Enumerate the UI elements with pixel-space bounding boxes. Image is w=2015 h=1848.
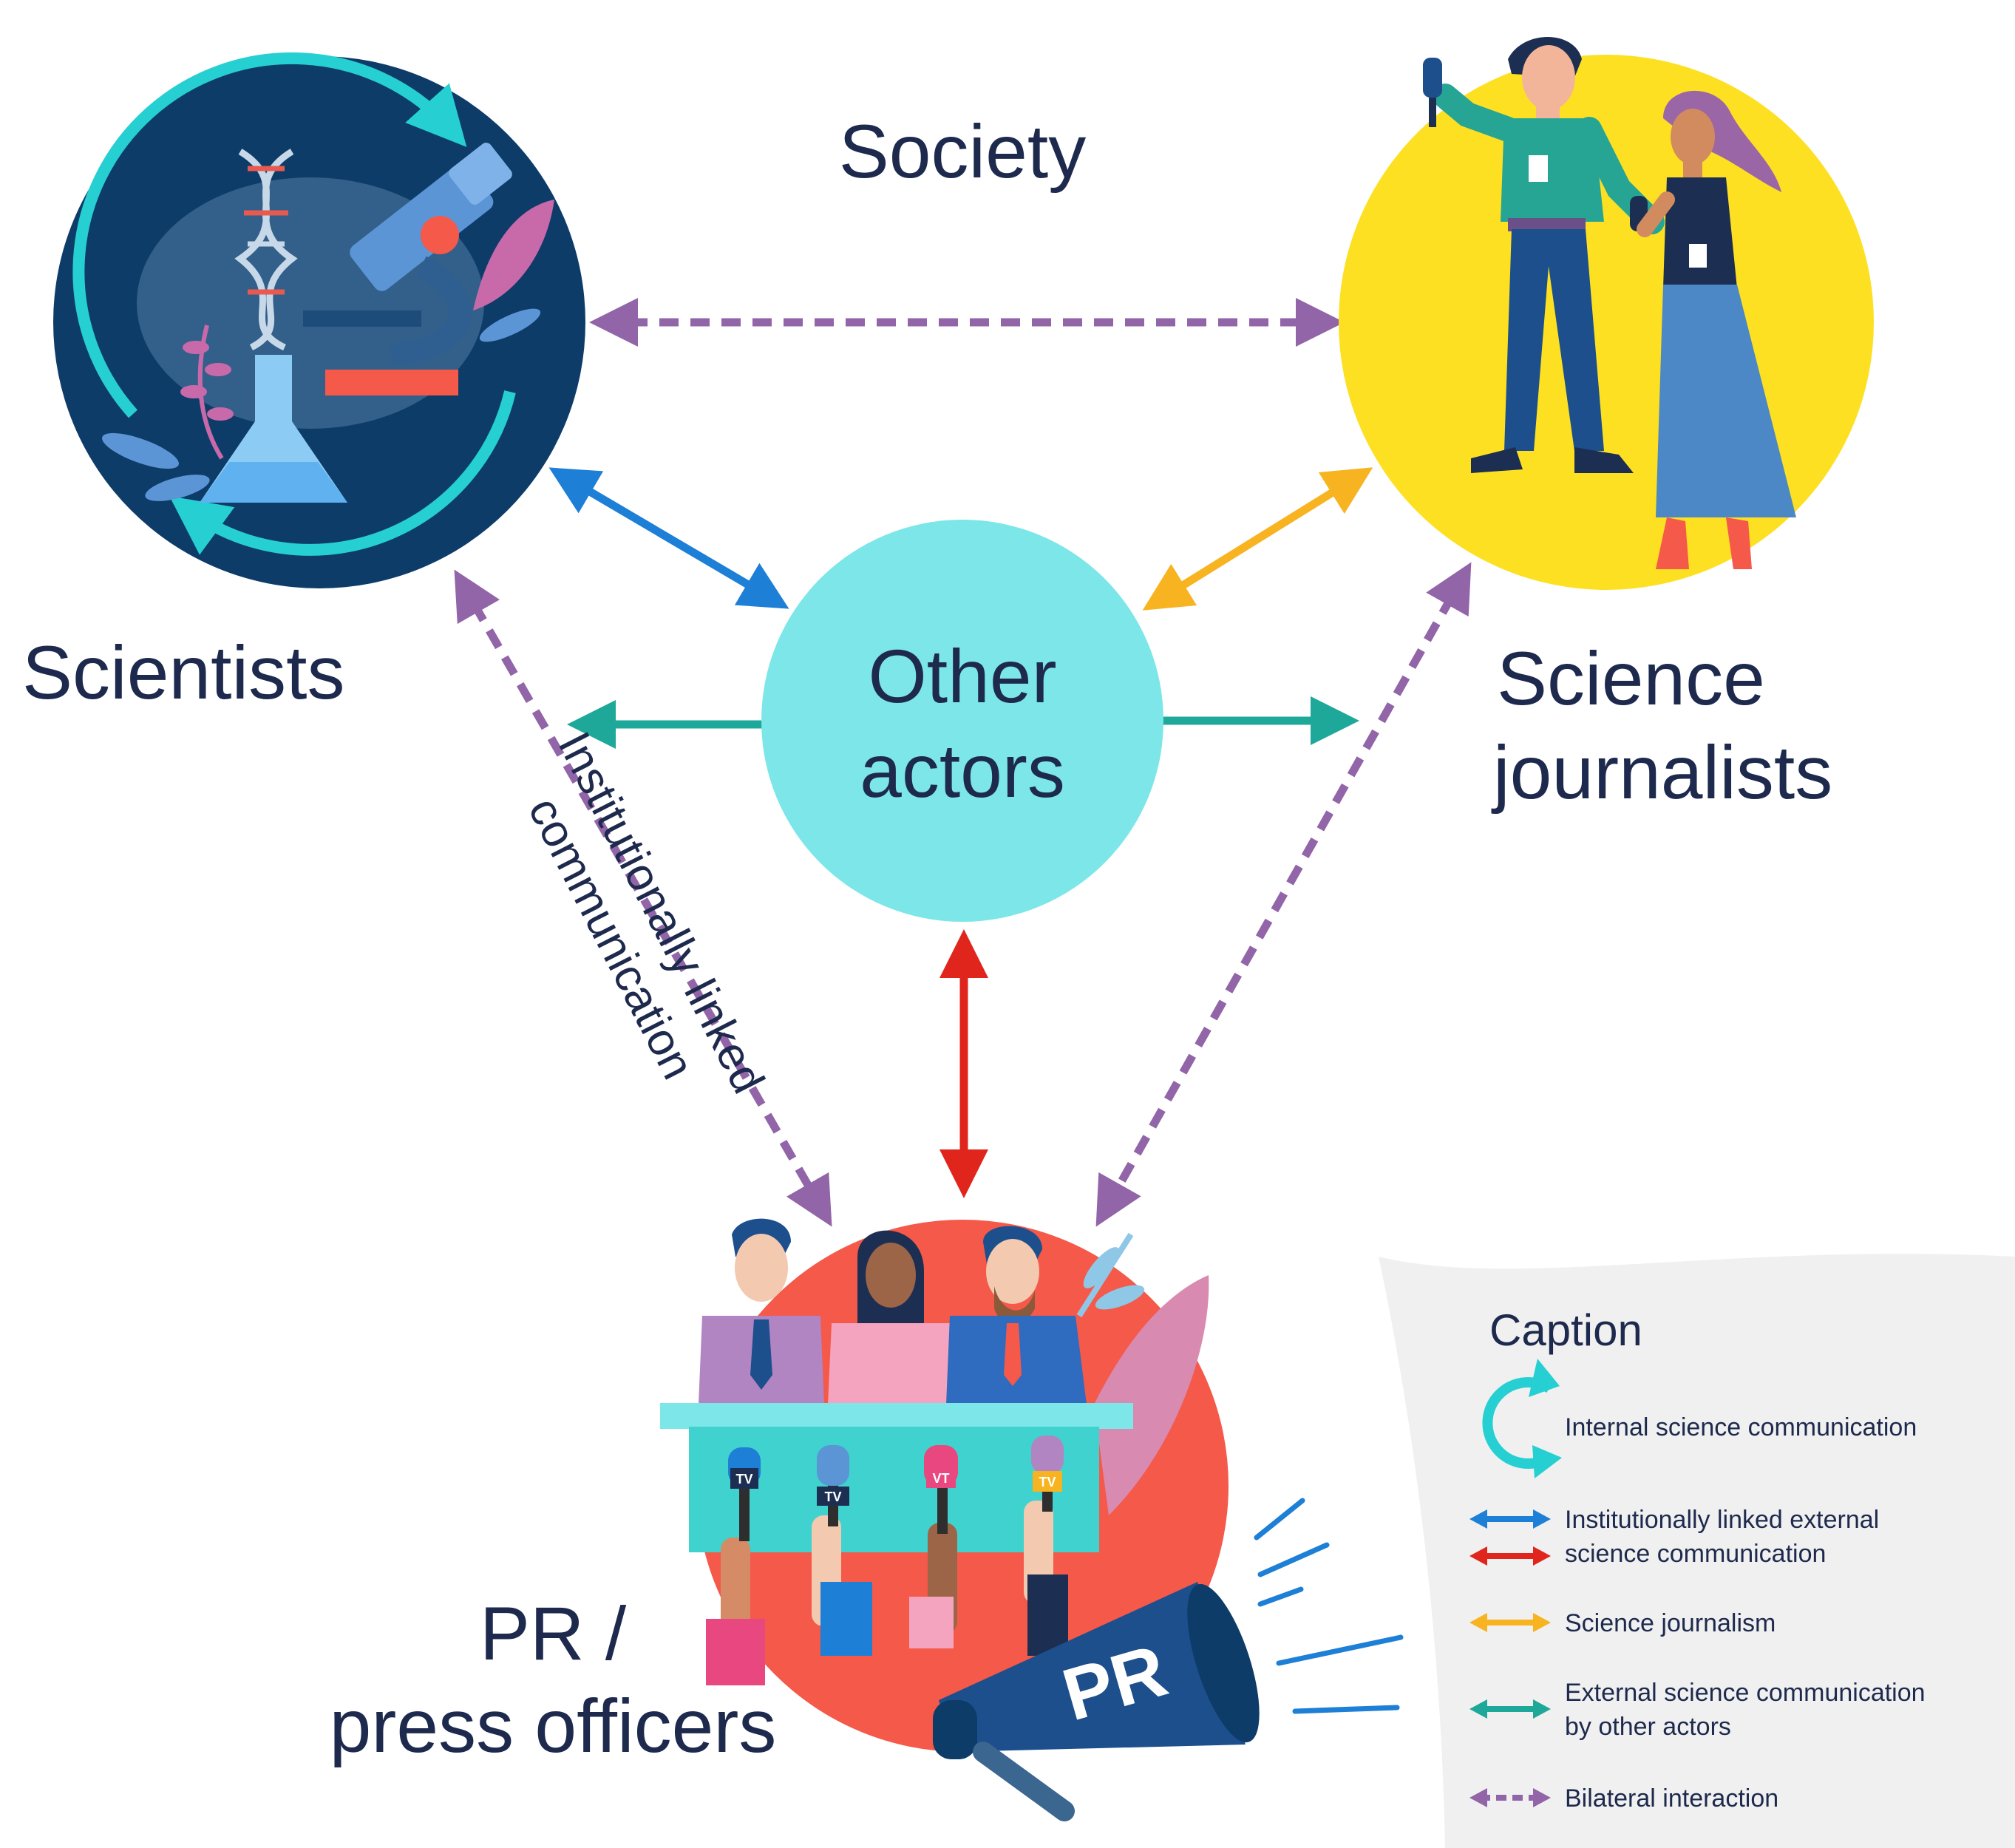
legend-row <box>1469 1546 1551 1566</box>
person-right-figure <box>946 1226 1087 1404</box>
sound-lines <box>1254 1498 1404 1714</box>
journalists-node <box>1339 37 1874 590</box>
journalists-label-line1: Science <box>1497 636 1765 721</box>
institutional-arrow-scientists-other <box>548 467 789 609</box>
male-journalist-figure <box>1423 37 1665 473</box>
legend-label: by other actors <box>1565 1713 1731 1741</box>
legend-label: External science communication <box>1565 1679 1926 1707</box>
cycle-arrow-bottom <box>169 390 516 556</box>
other-actors-label-line2: actors <box>860 729 1065 813</box>
person-left-figure <box>699 1218 824 1404</box>
mic-tag-1: TV <box>735 1472 752 1487</box>
pr-label-line2: press officers <box>330 1684 777 1768</box>
journalism-arrow-journalists-other <box>1142 467 1373 611</box>
cycle-arrowhead-bottom <box>1532 1445 1562 1478</box>
cycle-arrow-icon <box>1482 1377 1552 1469</box>
person-middle-figure <box>828 1230 957 1404</box>
bilateral-arrow-journalists-pr <box>1095 562 1472 1227</box>
legend-arrowhead <box>1469 1788 1487 1807</box>
legend-label: science communication <box>1565 1540 1826 1568</box>
legend-arrowhead <box>1533 1788 1551 1807</box>
press-microphones: TV VT TV <box>706 1436 1068 1685</box>
other-actors-node <box>761 520 1163 922</box>
caption-panel <box>1379 1254 2015 1848</box>
legend-row: Internal science communication <box>1482 1359 1917 1478</box>
legend-label: Internal science communication <box>1565 1413 1917 1441</box>
mic-tag-2: TV <box>824 1489 841 1504</box>
microscope-icon <box>303 143 512 395</box>
scientists-node <box>53 52 585 588</box>
legend-arrowhead <box>1533 1699 1551 1719</box>
other-actors-label-line1: Other <box>868 634 1056 719</box>
plant-left-icon <box>102 325 234 501</box>
dna-icon <box>234 149 298 351</box>
scientists-label: Scientists <box>22 631 345 715</box>
pr-label-line1: PR / <box>480 1591 627 1676</box>
legend-arrowhead <box>1469 1699 1487 1719</box>
leaf-right-icon <box>473 200 554 342</box>
mic-tag-3: VT <box>932 1471 949 1486</box>
caption-title: Caption <box>1489 1305 1642 1355</box>
microphone-1: TV <box>706 1447 765 1685</box>
cycle-arrowhead-top <box>1529 1359 1560 1397</box>
microphone-2 <box>812 1445 872 1656</box>
leaf-decoration-icon <box>1076 1232 1209 1515</box>
legend-label: Institutionally linked external <box>1565 1506 1879 1534</box>
cycle-arrow-top <box>72 52 467 418</box>
legend-row: Institutionally linked external science c… <box>1469 1506 1879 1568</box>
connections <box>454 298 1472 1227</box>
legend-arrowhead <box>1469 1546 1487 1566</box>
legend-label: Science journalism <box>1565 1609 1776 1637</box>
legend-label: Bilateral interaction <box>1565 1784 1778 1813</box>
mic-tag-4: TV <box>1039 1475 1056 1489</box>
legend-arrowhead <box>1469 1613 1487 1632</box>
microphone-4: TV <box>1024 1436 1068 1656</box>
legend-arrowhead <box>1469 1509 1487 1529</box>
female-journalist-figure <box>1630 90 1796 569</box>
legend-row: Science journalism <box>1469 1609 1776 1637</box>
journalists-label-line2: journalists <box>1491 730 1832 815</box>
microphone-3: VT <box>909 1445 958 1648</box>
megaphone-icon: PR <box>933 1498 1404 1821</box>
microphone-tag-2: TV <box>817 1487 849 1506</box>
legend-arrowhead <box>1533 1546 1551 1566</box>
caption-legend: Caption Internal science communicationIn… <box>1379 1254 2015 1848</box>
flask-icon <box>200 355 347 503</box>
legend-arrowhead <box>1533 1509 1551 1529</box>
institutional-label: Institutionally linked communication <box>518 724 774 1101</box>
legend-arrowhead <box>1533 1613 1551 1632</box>
legend-row: External science communication by other a… <box>1469 1679 1926 1741</box>
society-label: Society <box>839 109 1087 194</box>
legend-row: Bilateral interaction <box>1469 1784 1778 1813</box>
pr-node: TV VT TV <box>660 1218 1404 1821</box>
